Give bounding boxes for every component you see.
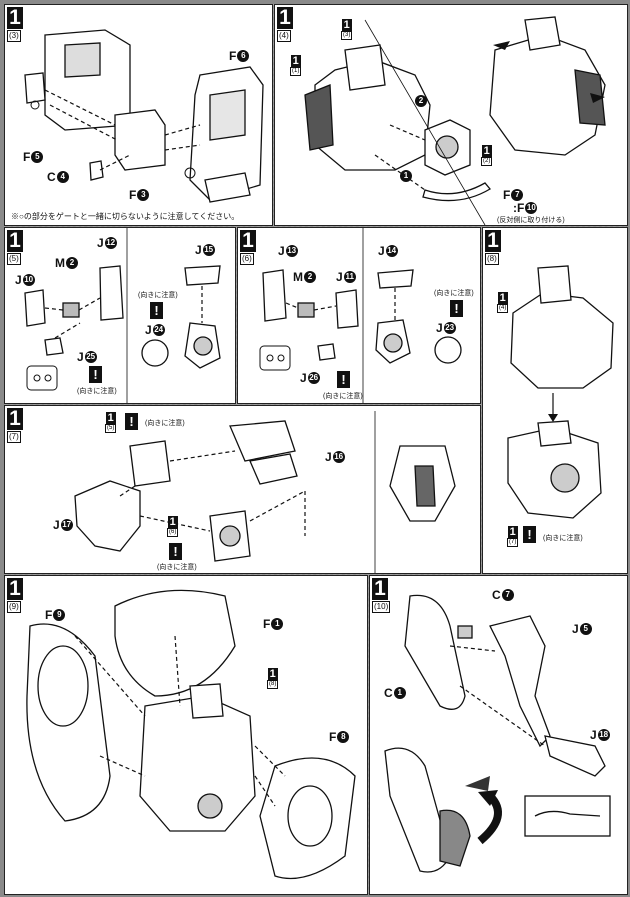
step-number: 1 (372, 578, 388, 600)
step-badge: 1 (6) (240, 230, 256, 265)
step-badge: 1 (7) (7, 408, 23, 443)
step-sub: (4) (277, 30, 291, 42)
caution-note: (向きに注意) (145, 420, 185, 427)
order-marker-1: 1 (400, 170, 412, 182)
warning-icon: ! (523, 526, 536, 543)
step-badge: 1 (4) (277, 7, 293, 42)
step-sub: (8) (485, 253, 499, 265)
warning-icon: ! (337, 371, 350, 388)
ref-badge-1-2: 1(2) (481, 145, 493, 166)
step-badge: 1 (3) (7, 7, 23, 42)
order-marker-2: 2 (415, 95, 427, 107)
warning-icon: ! (150, 302, 163, 319)
step-number: 1 (277, 7, 293, 29)
opposite-side-note: (反対側に取り付ける) (497, 217, 565, 224)
ref-badge-1-6: 1(6) (167, 516, 179, 537)
warning-icon: ! (169, 543, 182, 560)
ref-badge-1-5: 1(5) (105, 412, 117, 433)
step-sub: (3) (7, 30, 21, 42)
caution-note: (向きに注意) (323, 393, 363, 400)
panel-step-8: 1 (8) 1(4) 1(7) ! (向きに注意) (482, 227, 628, 574)
warning-icon: ! (89, 366, 102, 383)
step-sub: (5) (7, 253, 21, 265)
assembly-drawing-10 (384, 594, 611, 873)
step-number: 1 (7, 7, 23, 29)
caution-note: (向きに注意) (434, 290, 474, 297)
step-number: 1 (485, 230, 501, 252)
panel-step-4: 1 (4) 1(1) 1(3) 1(2 (274, 4, 628, 226)
ref-badge-1-4: 1(4) (497, 292, 509, 313)
ref-badge-1-7: 1(7) (507, 526, 519, 547)
assembly-drawing-6 (259, 228, 462, 403)
panel-step-7: 1 (7) 1(5) ! (向 (4, 405, 481, 574)
assembly-drawing-7 (74, 411, 456, 573)
ref-badge-1-3: 1(3) (341, 19, 353, 40)
step-number: 1 (240, 230, 256, 252)
step-number: 1 (7, 578, 23, 600)
caution-note: (向きに注意) (543, 535, 583, 542)
step-sub: (10) (372, 601, 391, 613)
warning-icon: ! (125, 413, 138, 430)
step-sub: (7) (7, 431, 21, 443)
ref-badge-1-1: 1(1) (290, 55, 302, 76)
assembly-drawing-8 (507, 265, 614, 519)
step-sub: (6) (240, 253, 254, 265)
step-badge: 1 (9) (7, 578, 23, 613)
step-badge: 1 (10) (372, 578, 391, 613)
ref-badge-1-8: 1(8) (267, 668, 279, 689)
caution-note: (向きに注意) (138, 292, 178, 299)
assembly-drawing-4 (304, 16, 606, 225)
step-number: 1 (7, 230, 23, 252)
step-badge: 1 (5) (7, 230, 23, 265)
gate-cut-footnote: ※○の部分をゲートと一緒に切らないように注意してください。 (11, 212, 240, 221)
step-badge: 1 (8) (485, 230, 501, 265)
caution-note: (向きに注意) (157, 564, 197, 571)
caution-note: (向きに注意) (77, 388, 117, 395)
assembly-drawing-5 (24, 228, 221, 403)
assembly-drawing-9 (26, 589, 356, 880)
step-sub: (9) (7, 601, 21, 613)
assembly-drawing-3 (24, 29, 264, 203)
step-number: 1 (7, 408, 23, 430)
warning-icon: ! (450, 300, 463, 317)
